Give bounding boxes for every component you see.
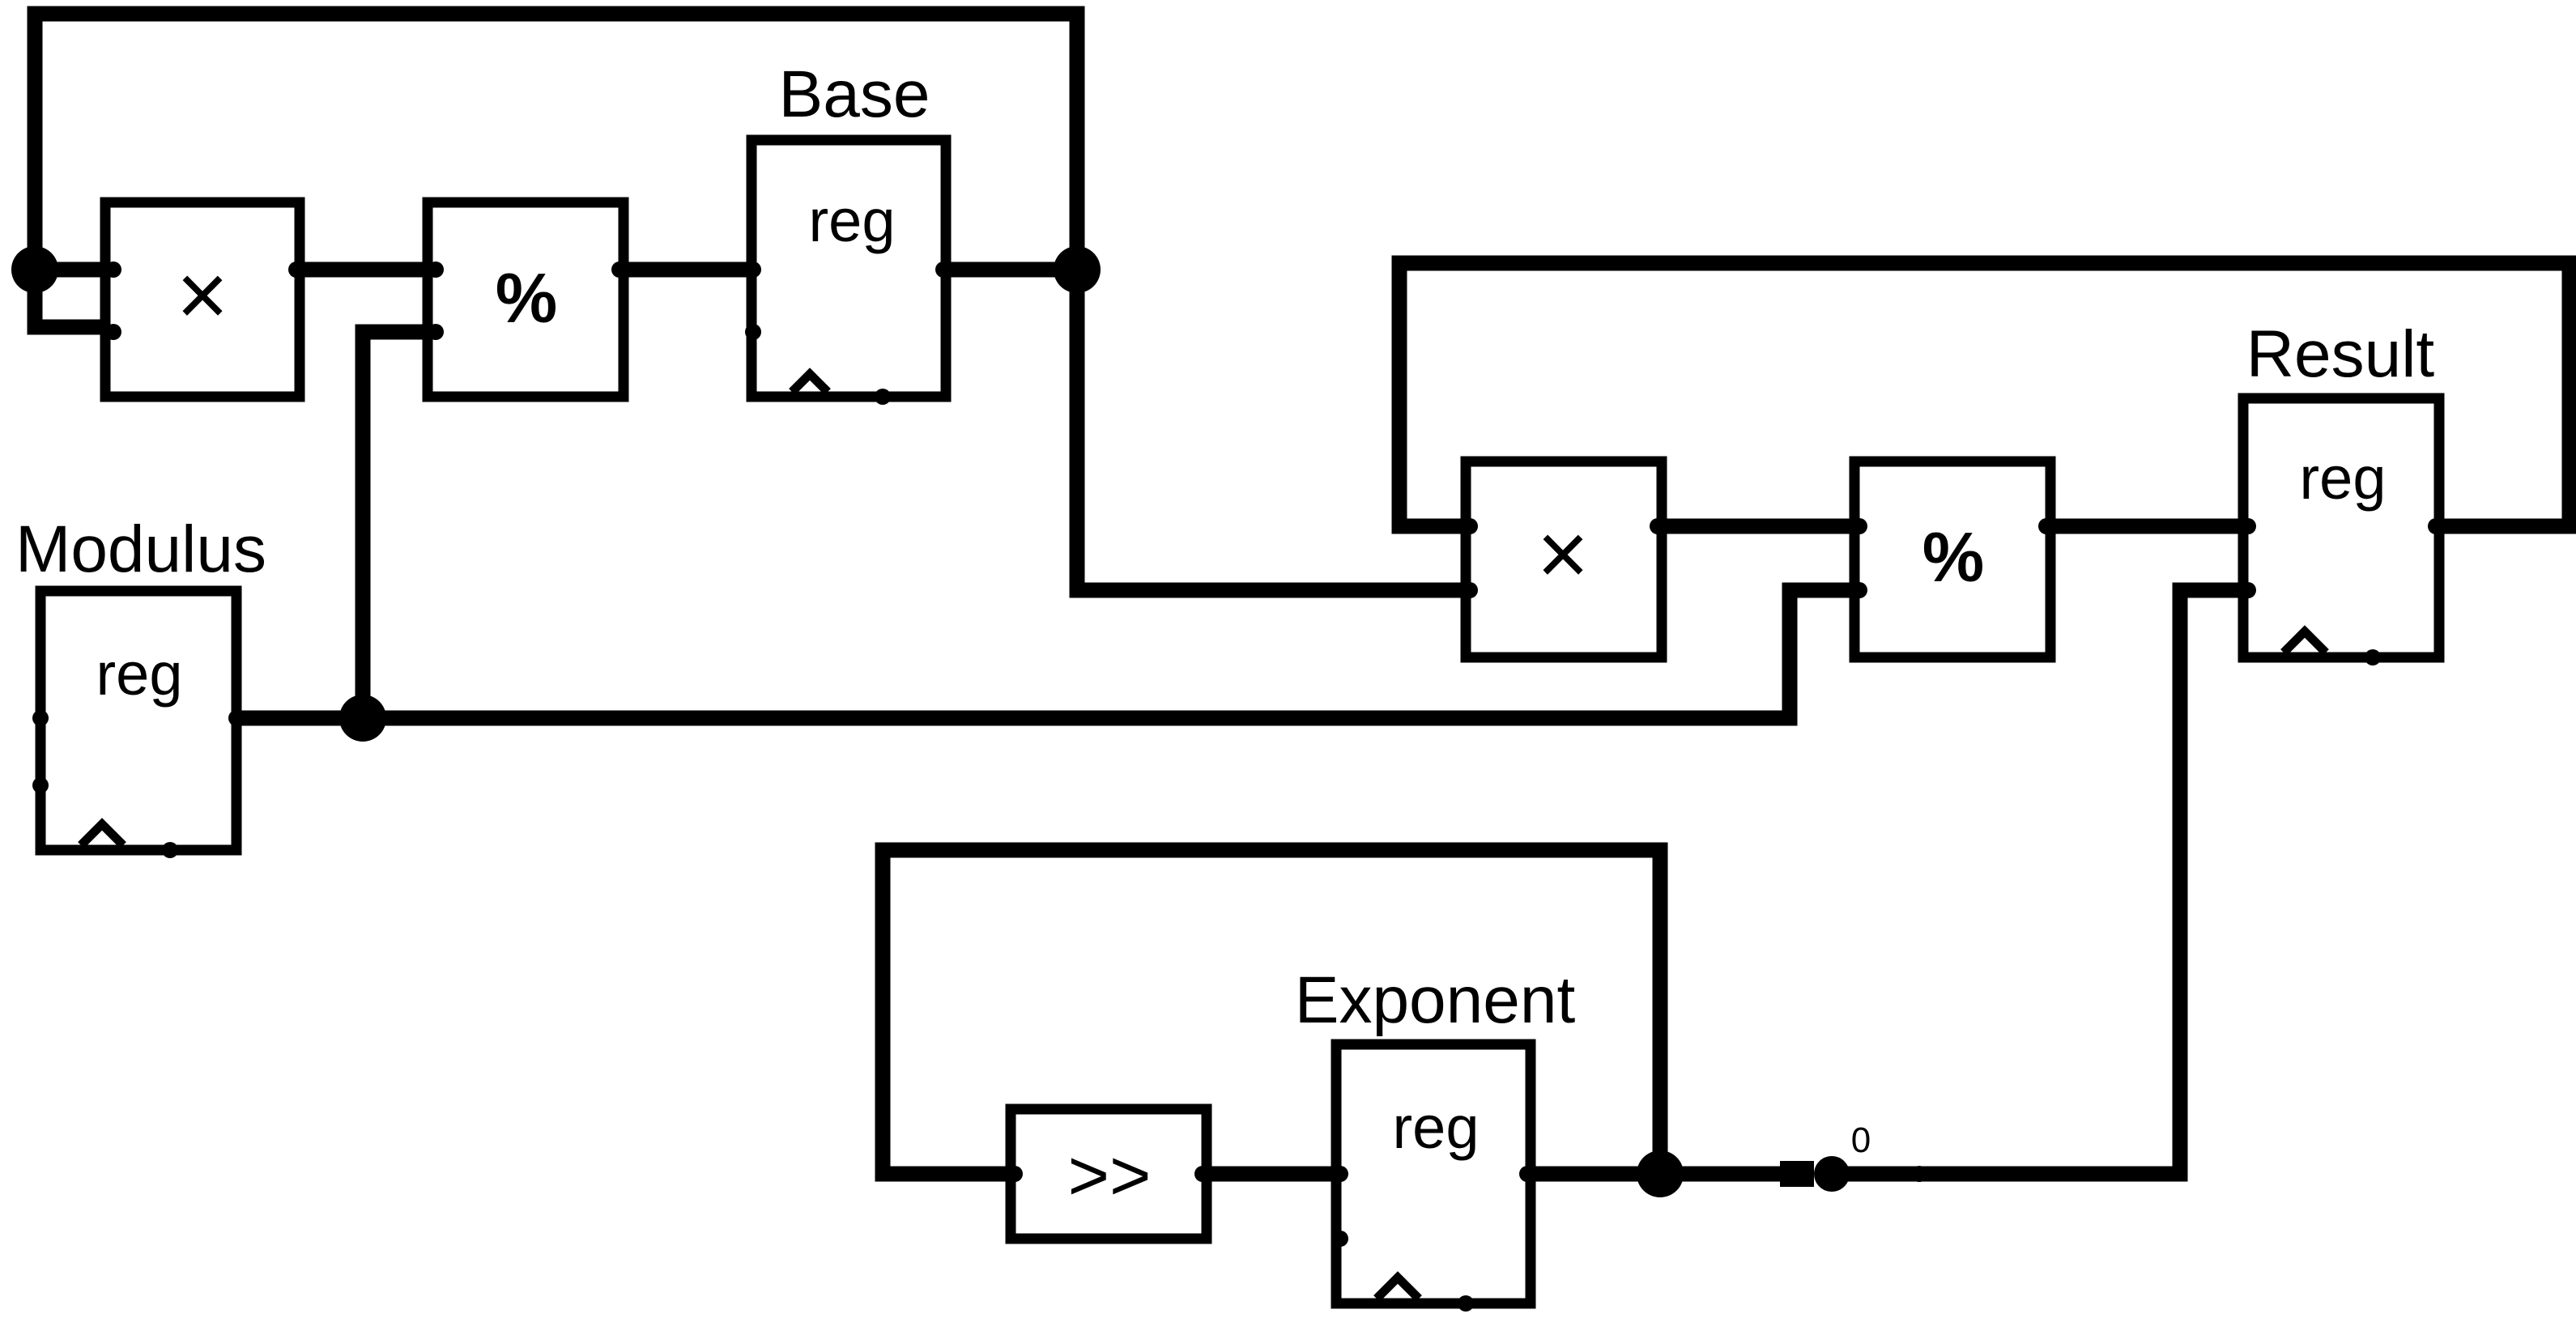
pin-dot <box>1519 1166 1535 1182</box>
junction-modulus-output <box>339 695 386 742</box>
pin-dot <box>1851 518 1867 534</box>
junction-exponent-output <box>1637 1150 1684 1197</box>
pin-dot <box>1851 582 1867 598</box>
modulus-register-name: Modulus <box>15 512 266 586</box>
pin-dot <box>105 324 121 340</box>
base-multiplier-symbol: × <box>177 245 228 345</box>
pin-dot <box>288 261 304 278</box>
modulus-register: Modulus reg <box>15 512 266 856</box>
pin-dot <box>162 842 178 858</box>
bit-select-index: 0 <box>1851 1120 1871 1160</box>
result-multiplier: × <box>1460 456 1667 663</box>
result-register-type: reg <box>2300 444 2387 512</box>
pin-dot <box>428 261 444 278</box>
pin-dot <box>1911 1166 1927 1182</box>
pin-dot <box>32 710 49 726</box>
result-register: Result reg <box>2238 317 2445 663</box>
base-multiplier: × <box>100 197 305 402</box>
junction-bit-select <box>1814 1156 1850 1192</box>
pin-dot <box>228 710 245 726</box>
exponent-register: Exponent reg <box>1295 963 1576 1309</box>
pin-dot <box>2428 518 2444 534</box>
pin-dot <box>935 261 952 278</box>
base-register-type: reg <box>809 187 896 254</box>
junction-base-output <box>1054 246 1101 293</box>
wire-exponent-feedback <box>875 842 1668 1182</box>
pin-dot <box>1332 1166 1348 1182</box>
base-modulo: % <box>422 197 629 402</box>
result-clock-icon <box>2280 625 2329 656</box>
base-register: Base reg <box>746 57 952 402</box>
pin-dot <box>1650 518 1666 534</box>
bit-select: 0 <box>1780 1120 1871 1187</box>
result-modulo: % <box>1849 456 2056 663</box>
exponent-register-type: reg <box>1393 1094 1480 1161</box>
pin-dot <box>2365 649 2381 665</box>
junctions <box>11 246 1850 1197</box>
exponent-clock-icon <box>1373 1271 1422 1302</box>
junction-base-input <box>11 246 58 293</box>
pin-dot <box>1462 582 1478 598</box>
base-modulo-symbol: % <box>496 260 557 338</box>
pin-dot <box>1007 1166 1023 1182</box>
pin-dot <box>1332 1231 1348 1247</box>
wire-base-to-result-mul <box>1069 261 1474 598</box>
pin-dot <box>1194 1166 1211 1182</box>
pin-dot <box>875 389 891 405</box>
pin-dot <box>2240 518 2256 534</box>
base-register-name: Base <box>779 57 930 131</box>
modulus-clock-icon <box>78 818 126 848</box>
wire-result-feedback <box>1391 255 2576 534</box>
pins <box>32 261 2444 1312</box>
pin-dot <box>105 261 121 278</box>
pin-dot <box>611 261 628 278</box>
wire-modulus-to-base-mod <box>355 324 437 726</box>
pin-dot <box>428 324 444 340</box>
pin-dot <box>2038 518 2054 534</box>
pin-dot <box>745 261 761 278</box>
exponent-register-name: Exponent <box>1295 963 1576 1037</box>
pin-dot <box>2240 582 2256 598</box>
result-multiplier-symbol: × <box>1537 504 1589 604</box>
base-clock-icon <box>789 368 831 395</box>
wire-bit0-to-result-enable <box>1822 582 2251 1182</box>
pin-dot <box>32 777 49 793</box>
pin-dot <box>745 324 761 340</box>
result-modulo-symbol: % <box>1922 519 1984 597</box>
pin-dot <box>1458 1295 1474 1312</box>
shift-right-symbol: >> <box>1068 1135 1152 1215</box>
pin-dot <box>1462 518 1478 534</box>
result-register-name: Result <box>2246 317 2435 391</box>
wire-modulus-out <box>228 582 1863 726</box>
shift-right-operator: >> <box>1005 1103 1212 1244</box>
modulus-register-type: reg <box>96 640 183 708</box>
